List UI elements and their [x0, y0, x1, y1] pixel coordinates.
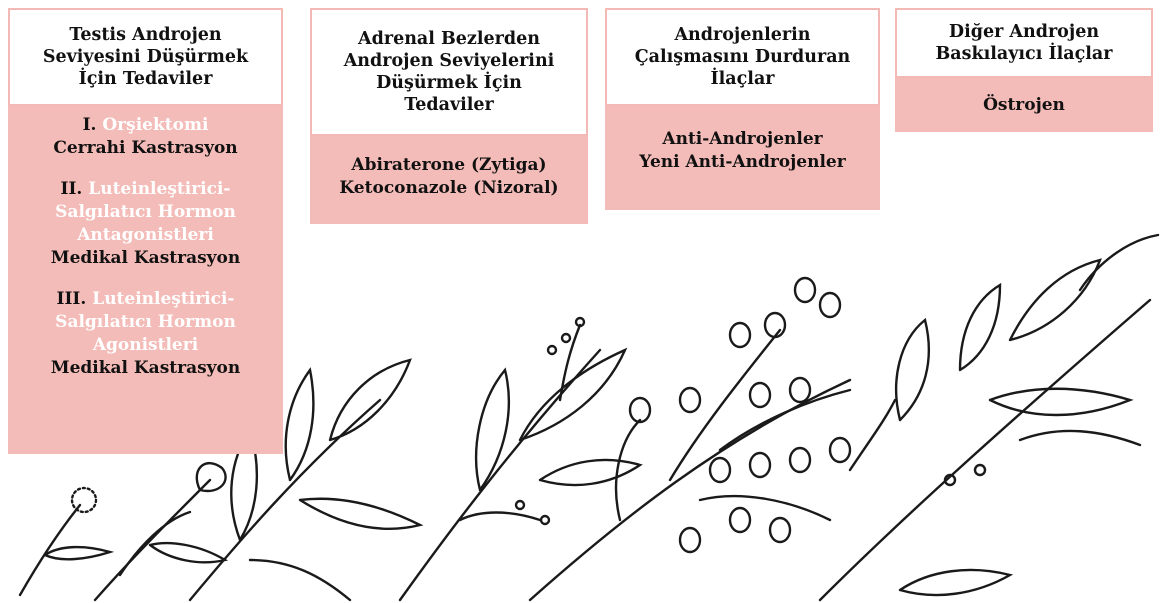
column-header: Diğer Androjen Baskılayıcı İlaçlar — [895, 8, 1153, 78]
treatment-column-testis: Testis Androjen Seviyesini Düşürmek İçin… — [8, 8, 283, 454]
header-line: Tedaviler — [344, 94, 555, 116]
item-name: Luteinleştirici- — [88, 179, 230, 199]
header-line: İlaçlar — [635, 68, 851, 90]
header-line: Androjen Seviyelerini — [344, 50, 555, 72]
column-body: Östrojen — [895, 78, 1153, 132]
column-header: Androjenlerin Çalışmasını Durduran İlaçl… — [605, 8, 880, 106]
header-line: Düşürmek İçin — [344, 72, 555, 94]
column-body: Abiraterone (Zytiga) Ketoconazole (Nizor… — [310, 136, 588, 224]
header-line: Seviyesini Düşürmek — [43, 46, 248, 68]
flower-head — [72, 488, 96, 512]
item-numeral: III. — [57, 289, 87, 309]
header-line: Androjenlerin — [635, 24, 851, 46]
column-header: Testis Androjen Seviyesini Düşürmek İçin… — [8, 8, 283, 106]
header-line: Adrenal Bezlerden — [344, 28, 555, 50]
item-method: Cerrahi Kastrasyon — [12, 137, 279, 160]
column-body: Anti-Androjenler Yeni Anti-Androjenler — [605, 106, 880, 210]
treatment-item: I. Orşiektomi Cerrahi Kastrasyon — [12, 114, 279, 160]
item-name: Antagonistleri — [12, 224, 279, 247]
drug-name: Anti-Androjenler — [609, 128, 876, 151]
treatment-column-other: Diğer Androjen Baskılayıcı İlaçlar Östro… — [895, 8, 1153, 132]
item-method: Medikal Kastrasyon — [12, 357, 279, 380]
stem — [20, 505, 80, 595]
drug-name: Yeni Anti-Androjenler — [609, 151, 876, 174]
item-name: Salgılatıcı Hormon — [12, 311, 279, 334]
stem — [400, 350, 600, 600]
column-header: Adrenal Bezlerden Androjen Seviyelerini … — [310, 8, 588, 136]
header-line: Diğer Androjen — [936, 21, 1113, 43]
header-line: İçin Tedaviler — [43, 68, 248, 90]
header-line: Çalışmasını Durduran — [635, 46, 851, 68]
item-name: Salgılatıcı Hormon — [12, 201, 279, 224]
drug-name: Abiraterone (Zytiga) — [314, 154, 584, 177]
item-numeral: II. — [61, 179, 83, 199]
item-numeral: I. — [83, 115, 97, 135]
item-method: Medikal Kastrasyon — [12, 247, 279, 270]
drug-name: Ketoconazole (Nizoral) — [314, 177, 584, 200]
item-name: Luteinleştirici- — [92, 289, 234, 309]
item-name: Orşiektomi — [102, 115, 208, 135]
treatment-item: III. Luteinleştirici- Salgılatıcı Hormon… — [12, 288, 279, 380]
column-body: I. Orşiektomi Cerrahi Kastrasyon II. Lut… — [8, 106, 283, 454]
treatment-item: II. Luteinleştirici- Salgılatıcı Hormon … — [12, 178, 279, 270]
treatment-column-adrenal: Adrenal Bezlerden Androjen Seviyelerini … — [310, 8, 588, 224]
header-line: Baskılayıcı İlaçlar — [936, 43, 1113, 65]
stem — [95, 480, 210, 600]
item-name: Agonistleri — [12, 334, 279, 357]
drug-name: Östrojen — [899, 94, 1149, 117]
header-line: Testis Androjen — [43, 24, 248, 46]
treatment-column-antiandrogen: Androjenlerin Çalışmasını Durduran İlaçl… — [605, 8, 880, 210]
